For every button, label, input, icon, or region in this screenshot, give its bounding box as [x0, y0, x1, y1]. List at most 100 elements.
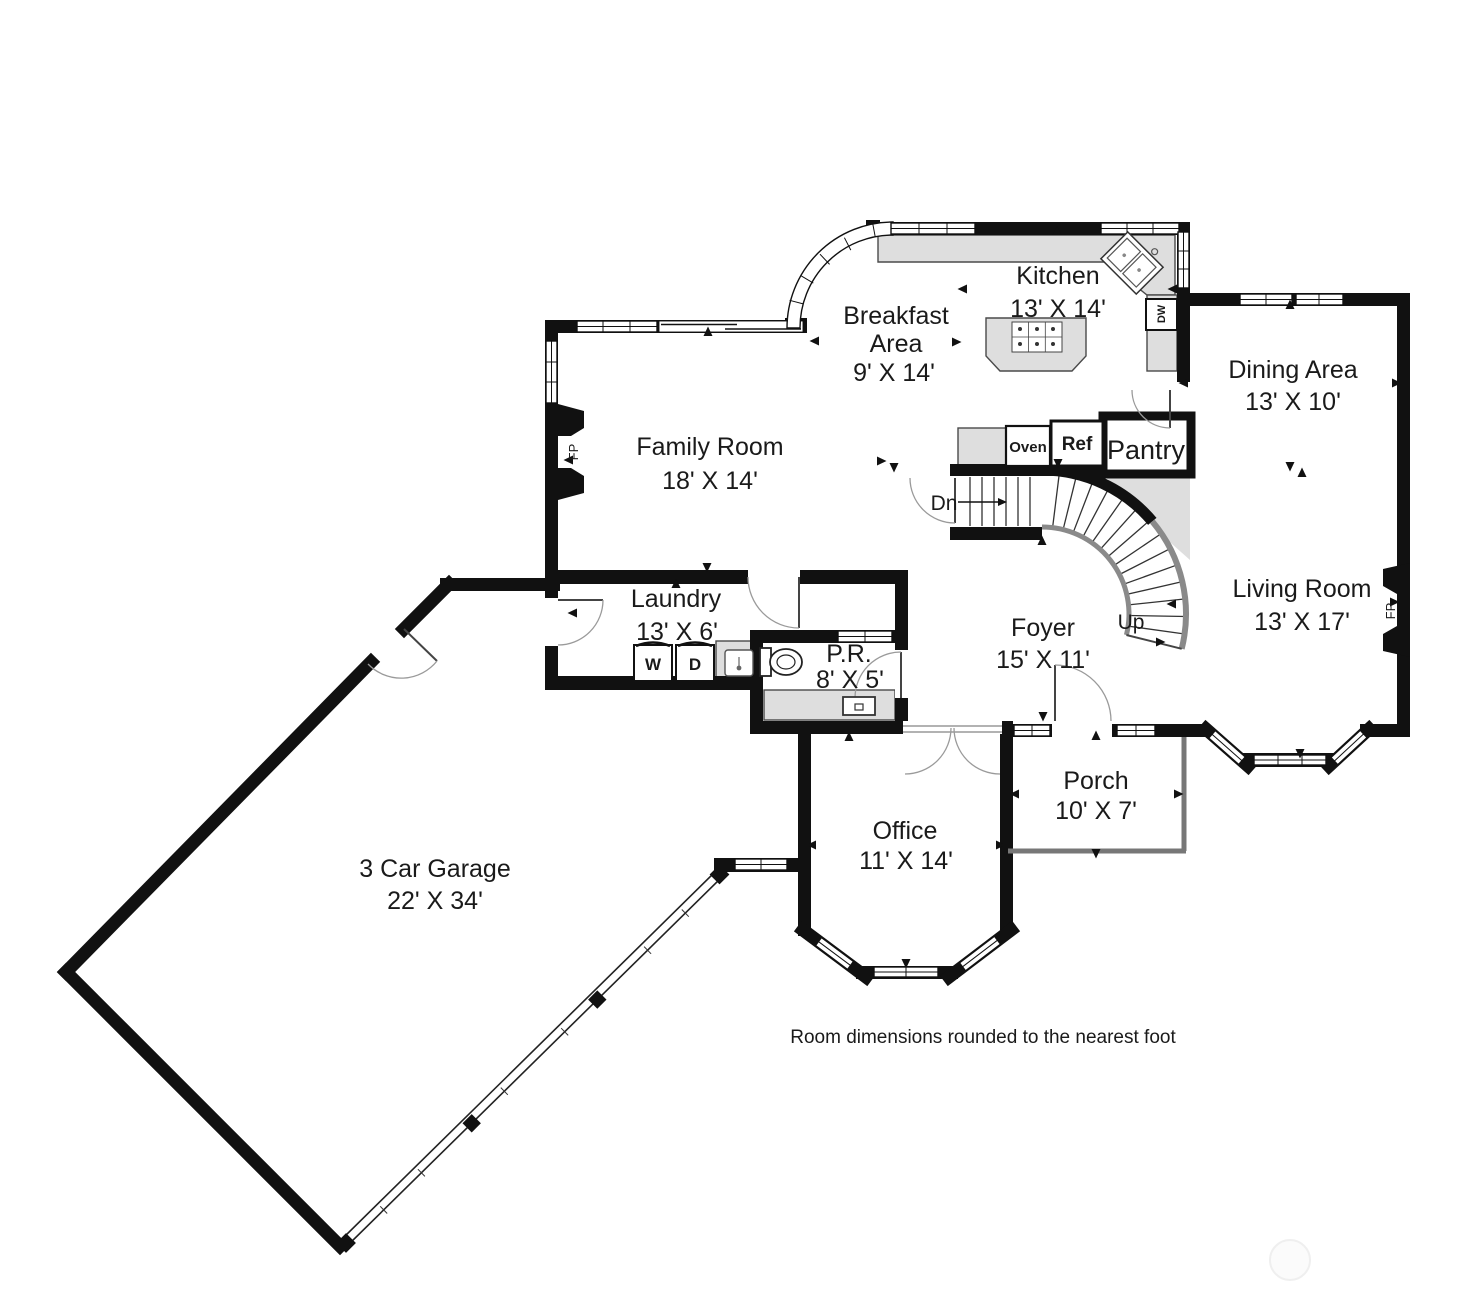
living-label: Living Room — [1233, 575, 1372, 603]
front-door — [1054, 664, 1112, 722]
foyer-label: Foyer — [1011, 614, 1075, 642]
living-fireplace-label: FP — [1383, 603, 1398, 620]
direction-marker — [1285, 299, 1295, 309]
powder-room-door — [854, 651, 902, 699]
laundry-label: Laundry — [631, 585, 722, 613]
laundry-dims: 13' X 6' — [636, 618, 718, 646]
office-bay-right-window — [958, 935, 1002, 972]
direction-marker — [1295, 749, 1305, 759]
direction-marker — [1156, 637, 1166, 647]
direction-marker — [952, 337, 962, 347]
living-bay-bottom-window — [1253, 754, 1327, 766]
dining-label: Dining Area — [1228, 356, 1357, 384]
island-cooktop — [1011, 321, 1063, 353]
kitchen-top-window-2 — [1100, 222, 1180, 235]
kitchen-label: Kitchen — [1016, 262, 1099, 290]
stairs-down-label: Dn — [931, 492, 958, 515]
office-dims: 11' X 14' — [859, 847, 953, 875]
family-dims: 18' X 14' — [662, 467, 758, 495]
kitchen-bottom-counter — [957, 427, 1007, 467]
living-bay-right-window — [1329, 729, 1369, 766]
toilet — [759, 647, 803, 677]
direction-marker — [1052, 225, 1062, 235]
office-label: Office — [873, 817, 938, 845]
dining-window-1 — [1239, 293, 1293, 306]
labels: Kitchen 13' X 14' Breakfast Area 9' X 14… — [359, 262, 1398, 1048]
laundry-sink — [724, 649, 754, 677]
staircase — [958, 464, 1189, 650]
markers-layer — [563, 225, 1402, 969]
direction-marker — [1009, 789, 1019, 799]
refrigerator-box — [1049, 419, 1105, 468]
refrigerator-label: Ref — [1062, 434, 1093, 455]
direction-marker — [563, 455, 573, 465]
pr-dims: 8' X 5' — [816, 666, 884, 694]
family-laundry-door — [747, 576, 800, 629]
direction-marker — [889, 463, 899, 473]
direction-marker — [996, 840, 1006, 850]
washer-box — [633, 641, 673, 682]
direction-marker — [1390, 597, 1400, 607]
direction-marker — [806, 840, 816, 850]
direction-marker — [1166, 599, 1176, 609]
pantry-label: Pantry — [1107, 435, 1186, 465]
direction-marker — [1091, 730, 1101, 740]
kitchen-right-window — [1177, 231, 1190, 289]
living-dims: 13' X 17' — [1254, 608, 1350, 636]
direction-marker — [901, 959, 911, 969]
direction-marker — [877, 456, 887, 466]
garage-label: 3 Car Garage — [359, 855, 510, 883]
kitchen-sink — [1099, 230, 1165, 296]
foyer-window-2 — [1116, 724, 1156, 737]
breakfast-label-2: Area — [870, 330, 923, 358]
oven-label: Oven — [1009, 439, 1047, 456]
direction-marker — [809, 336, 819, 346]
direction-marker — [957, 284, 967, 294]
washer-label: W — [645, 655, 662, 674]
direction-marker — [671, 578, 681, 588]
dishwasher-label: DW — [1156, 304, 1168, 323]
breakfast-dims: 9' X 14' — [853, 359, 935, 387]
dining-dims: 13' X 10' — [1245, 388, 1341, 416]
footer-note: Room dimensions rounded to the nearest f… — [790, 1027, 1176, 1048]
direction-marker — [1167, 284, 1177, 294]
dining-kitchen-door — [1131, 389, 1171, 429]
porch-label: Porch — [1063, 767, 1128, 795]
porch-dims: 10' X 7' — [1055, 797, 1137, 825]
family-top-window — [576, 320, 658, 333]
stairs-up-label: Up — [1118, 611, 1145, 634]
garage-side-door — [367, 660, 438, 679]
walls — [56, 220, 1410, 1256]
direction-marker — [1285, 462, 1295, 472]
oven-box — [1004, 424, 1052, 468]
family-fireplace-label: FP — [566, 444, 581, 461]
pr-sink — [842, 696, 876, 716]
direction-marker — [1178, 378, 1188, 388]
living-fireplace — [1383, 563, 1410, 594]
office-double-door — [904, 727, 952, 775]
direction-marker — [844, 731, 854, 741]
family-fireplace — [558, 404, 584, 436]
garage-east-window — [734, 858, 788, 871]
direction-marker — [1297, 467, 1307, 477]
office-bay-left-window — [814, 936, 855, 971]
pantry-room — [1098, 411, 1196, 479]
dining-window-2 — [1295, 293, 1344, 306]
direction-marker — [1053, 459, 1063, 469]
direction-marker — [703, 326, 713, 336]
breakfast-label-1: Breakfast — [843, 302, 949, 330]
doors — [367, 389, 1171, 775]
basement-stairs-door — [909, 477, 956, 524]
direction-marker — [1037, 535, 1047, 545]
dishwasher-box — [1145, 298, 1178, 331]
kitchen-dims: 13' X 14' — [1010, 295, 1106, 323]
garage-laundry-door — [557, 599, 604, 646]
watermark-circle — [1269, 1239, 1311, 1281]
direction-marker — [1091, 849, 1101, 859]
fixtures — [633, 230, 1178, 716]
dryer-box — [675, 641, 715, 682]
foyer-window-1 — [1013, 724, 1051, 737]
direction-marker — [567, 608, 577, 618]
